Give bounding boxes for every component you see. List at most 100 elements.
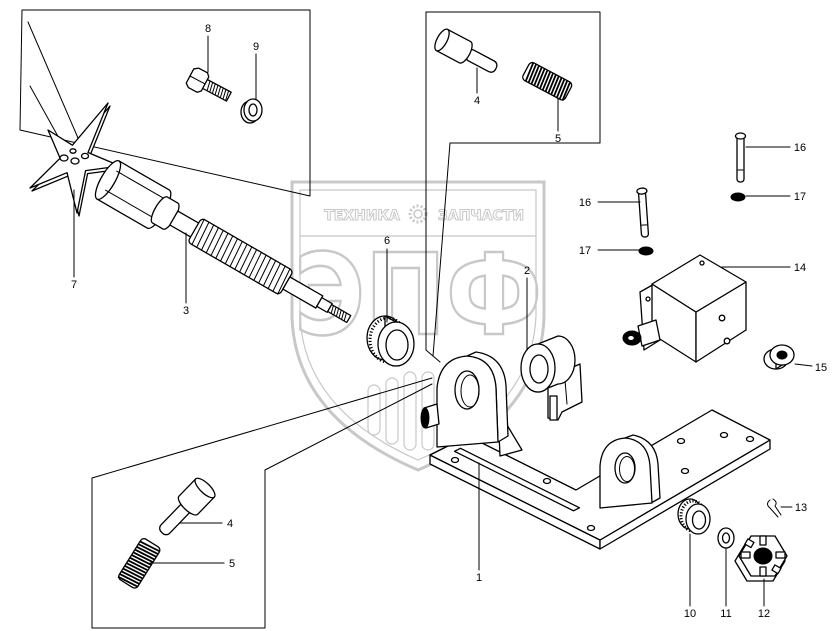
base-hole	[586, 524, 596, 532]
callout-1: 1	[476, 572, 482, 584]
pin-4-top	[434, 28, 498, 73]
callout-11: 11	[720, 608, 731, 620]
cotter-pin-13	[767, 498, 782, 518]
base-plate-1	[420, 351, 771, 550]
shaft-end-thread-ridges	[330, 305, 347, 322]
shaft-grip-flat	[116, 170, 167, 201]
pin-4-bottom	[159, 477, 216, 536]
base-slot	[453, 447, 581, 512]
base-hole	[719, 431, 729, 439]
callout-10: 10	[684, 608, 696, 620]
bolt-16-shank	[637, 190, 650, 238]
pin-head-face	[434, 28, 450, 52]
callout-12: 12	[758, 608, 770, 620]
callout-17-left: 17	[579, 245, 591, 257]
base-hole	[450, 456, 460, 464]
shaft-thread-ridges	[191, 218, 291, 295]
watermark-text-right: ЗАПЧАСТИ	[438, 208, 524, 224]
callout-2: 2	[524, 265, 530, 277]
cap-15	[763, 344, 795, 370]
castle-nut-bore	[753, 547, 773, 565]
bracket-2	[520, 335, 583, 421]
inset-frame-bottom-left	[91, 377, 433, 629]
bolt-16-right	[734, 132, 747, 183]
spring-5-top	[522, 61, 573, 102]
limit-switch-14	[622, 254, 747, 363]
washer-11-hole	[721, 532, 731, 544]
washer-hole	[248, 103, 258, 117]
base-hole	[676, 437, 686, 445]
pin-holder-face	[420, 407, 430, 429]
callout-labels: 8 9 4 5 16 17 16 17 6 2 7 3 14 15 1 4 5 …	[71, 23, 827, 620]
pin-head	[177, 478, 216, 516]
callout-16-right: 16	[794, 142, 806, 154]
base-right-ear-hole	[614, 452, 636, 484]
shaft-grip-flat	[105, 189, 158, 221]
bracket-tube-bore	[529, 354, 549, 384]
base-left-ear-hole-depth	[460, 374, 480, 408]
gear-icon	[408, 204, 428, 224]
pin-head-face	[194, 477, 216, 499]
switch-screw	[699, 260, 705, 266]
castle-nut-slot	[740, 551, 751, 559]
star-knob-hole	[80, 152, 90, 160]
star-knob-hole	[59, 154, 69, 162]
star-knob-hole	[70, 157, 80, 165]
spring-5-bottom	[117, 538, 161, 589]
watermark-text-left: ТЕХНИКА	[324, 208, 400, 224]
shaft-grip-end	[94, 159, 122, 201]
callout-14: 14	[794, 262, 806, 274]
callout-8: 8	[205, 23, 211, 35]
bushing-10	[677, 498, 711, 535]
inset-leader-star	[27, 21, 79, 141]
screw-shaft	[94, 159, 352, 324]
cap-hex-socket	[776, 350, 788, 360]
inset-frames	[19, 9, 601, 629]
bracket-tab	[549, 395, 558, 421]
watermark-logo: ЭПФ	[294, 231, 542, 361]
bolt-thread-ridges	[206, 80, 230, 102]
switch-plunger	[622, 319, 661, 347]
bracket-plate-slot	[564, 379, 568, 405]
callout-4-top: 4	[474, 95, 480, 107]
base-pin-holder	[420, 403, 440, 429]
bolt-16-head	[734, 132, 747, 140]
base-hole	[680, 467, 690, 475]
callout-9: 9	[253, 41, 259, 53]
switch-screw	[718, 314, 726, 322]
washer-11	[717, 527, 735, 549]
switch-plunger-axle	[626, 334, 636, 342]
callout-16-left: 16	[579, 197, 591, 209]
switch-top-face	[651, 254, 747, 313]
base-hole	[542, 477, 552, 485]
base-hole	[745, 435, 755, 443]
bushing-6	[366, 315, 415, 367]
bolt-16-head	[636, 187, 648, 195]
callout-5-top: 5	[555, 133, 561, 145]
callout-4-bottom: 4	[227, 518, 233, 530]
callout-3: 3	[183, 305, 189, 317]
star-knob-hole	[69, 148, 77, 154]
callout-13: 13	[795, 502, 807, 514]
washer-17-right	[730, 192, 746, 202]
inset-frame-top-middle	[425, 11, 601, 363]
callout-17-right: 17	[794, 191, 806, 203]
bolt-head-edge	[189, 75, 206, 85]
spring-coils	[524, 62, 571, 102]
switch-screw	[723, 337, 731, 345]
bushing-bore	[385, 329, 409, 361]
castle-nut-slot	[759, 535, 767, 546]
castle-nut-slot	[744, 538, 755, 549]
callout-leaders	[73, 35, 813, 607]
castle-nut-slot	[775, 551, 786, 559]
switch-flange-hole	[645, 296, 651, 302]
bushing-10-bore	[691, 510, 707, 530]
callout-6: 6	[384, 235, 390, 247]
bolt-16-left	[636, 187, 650, 238]
castle-nut-slot	[771, 564, 782, 575]
spring-coils	[117, 540, 161, 588]
inset-frame-top-left	[19, 9, 311, 197]
castle-nut-12	[734, 535, 788, 582]
callout-5-bottom: 5	[229, 558, 235, 570]
